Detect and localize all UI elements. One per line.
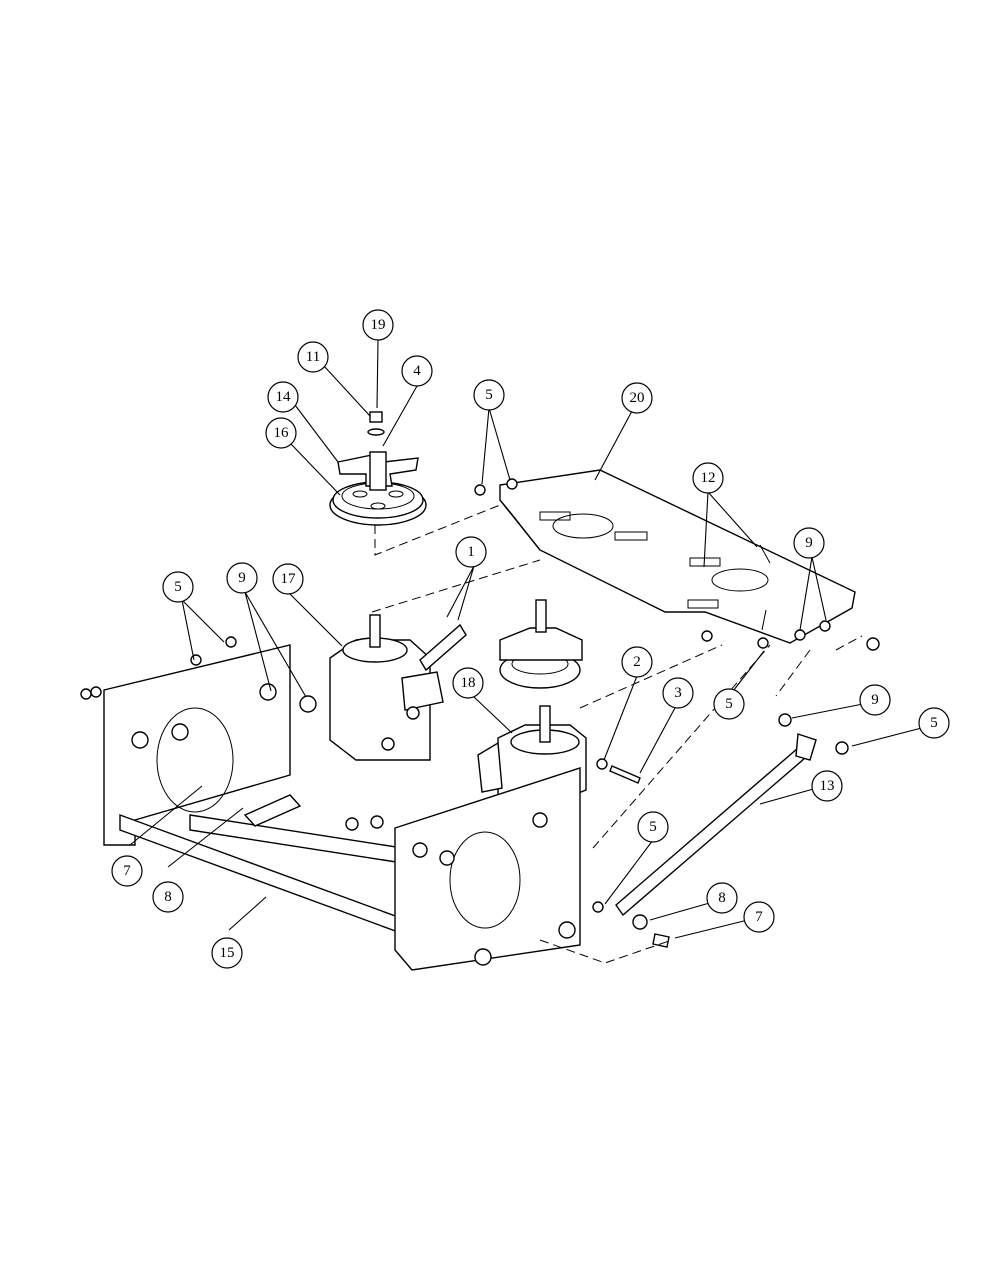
svg-text:3: 3 (674, 685, 682, 701)
callout-7-left: 7 (111, 855, 143, 887)
svg-text:5: 5 (725, 696, 733, 712)
svg-text:17: 17 (281, 571, 297, 587)
callout-8-right: 8 (706, 882, 738, 914)
svg-text:5: 5 (930, 715, 938, 731)
svg-text:13: 13 (820, 778, 835, 794)
svg-text:11: 11 (306, 349, 320, 365)
svg-text:18: 18 (461, 675, 476, 691)
callout-13: 13 (811, 770, 843, 802)
callout-11: 11 (297, 341, 329, 373)
svg-text:15: 15 (220, 945, 235, 961)
callout-16: 16 (265, 417, 297, 449)
callout-5-top: 5 (473, 379, 505, 411)
svg-text:2: 2 (633, 654, 641, 670)
callout-15: 15 (211, 937, 243, 969)
alignment-lines (371, 504, 863, 964)
svg-text:9: 9 (238, 570, 246, 586)
right-side-plate (345, 767, 581, 971)
svg-text:9: 9 (805, 535, 813, 551)
svg-text:19: 19 (371, 317, 386, 333)
callout-5-mid: 5 (713, 688, 745, 720)
callout-5-lower: 5 (637, 811, 669, 843)
callout-17: 17 (272, 563, 304, 595)
callout-9-right: 9 (859, 684, 891, 716)
svg-text:16: 16 (274, 425, 290, 441)
svg-text:7: 7 (123, 863, 131, 879)
callout-18: 18 (452, 667, 484, 699)
tie-rod-hardware (592, 637, 880, 948)
callout-7-right: 7 (743, 901, 775, 933)
svg-text:7: 7 (755, 909, 763, 925)
callout-4: 4 (401, 355, 433, 387)
callouts: 19 11 4 14 16 5 20 12 9 1 5 9 17 18 2 3 … (111, 309, 950, 969)
top-bracket-plate (474, 469, 856, 649)
svg-text:20: 20 (630, 390, 645, 406)
callout-9-plate: 9 (793, 527, 825, 559)
svg-text:14: 14 (276, 389, 292, 405)
svg-text:5: 5 (174, 579, 182, 595)
callout-5-right: 5 (918, 707, 950, 739)
callout-20: 20 (621, 382, 653, 414)
svg-text:5: 5 (485, 387, 493, 403)
callout-5-left: 5 (162, 571, 194, 603)
callout-14: 14 (267, 381, 299, 413)
svg-text:8: 8 (718, 890, 726, 906)
svg-text:9: 9 (871, 692, 879, 708)
callout-8-left: 8 (152, 881, 184, 913)
callout-19: 19 (362, 309, 394, 341)
svg-text:8: 8 (164, 889, 172, 905)
svg-text:5: 5 (649, 819, 657, 835)
callout-9-left: 9 (226, 562, 258, 594)
svg-text:1: 1 (467, 544, 475, 560)
upper-pulley-assembly (329, 411, 427, 526)
svg-text:12: 12 (701, 470, 716, 486)
callout-1: 1 (455, 536, 487, 568)
left-gearbox (329, 614, 467, 761)
callout-12: 12 (692, 462, 724, 494)
callout-3: 3 (662, 677, 694, 709)
svg-text:4: 4 (413, 363, 421, 379)
callout-2: 2 (621, 646, 653, 678)
